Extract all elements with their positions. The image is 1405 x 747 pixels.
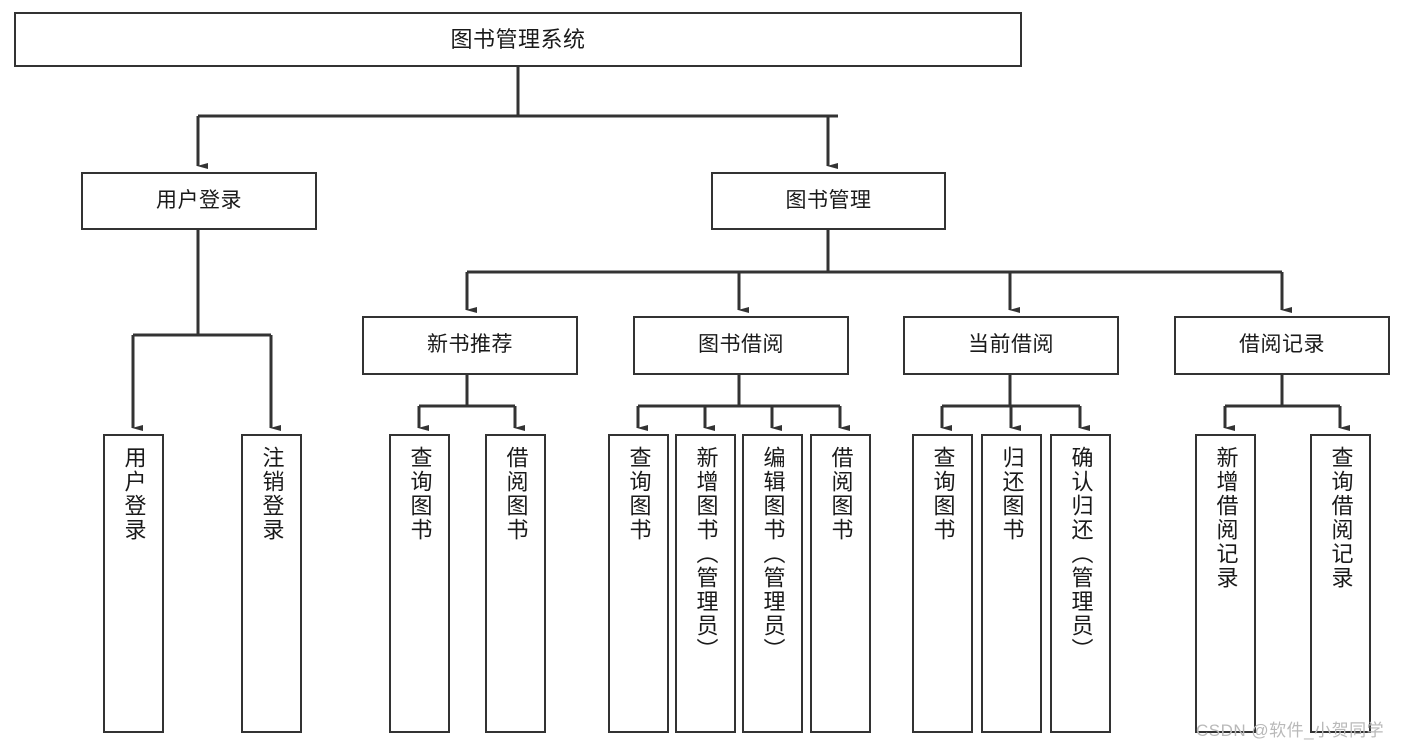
node-label: 图书管理系统 xyxy=(450,26,586,52)
node-label: 归还图书 xyxy=(999,446,1025,542)
node-label: 确认归还（管理员） xyxy=(1068,446,1094,662)
node-new-book-recommendation[interactable]: 新书推荐 xyxy=(362,316,578,375)
leaf-query-books-borrow[interactable]: 查询图书 xyxy=(608,434,669,733)
node-label: 注销登录 xyxy=(259,446,285,542)
node-label: 图书借阅 xyxy=(698,333,784,357)
node-label: 借阅记录 xyxy=(1239,333,1325,357)
leaf-edit-book-admin[interactable]: 编辑图书（管理员） xyxy=(742,434,803,733)
node-label: 用户登录 xyxy=(156,188,242,212)
node-book-management[interactable]: 图书管理 xyxy=(711,172,946,230)
leaf-return-books[interactable]: 归还图书 xyxy=(981,434,1042,733)
node-user-login[interactable]: 用户登录 xyxy=(81,172,317,230)
leaf-borrow-books[interactable]: 借阅图书 xyxy=(810,434,871,733)
node-label: 查询图书 xyxy=(407,446,433,542)
leaf-query-borrow-record[interactable]: 查询借阅记录 xyxy=(1310,434,1371,733)
leaf-query-books-newbook[interactable]: 查询图书 xyxy=(389,434,450,733)
leaf-logout[interactable]: 注销登录 xyxy=(241,434,302,733)
node-label: 编辑图书（管理员） xyxy=(760,446,786,662)
node-label: 借阅图书 xyxy=(828,446,854,542)
node-current-borrowing[interactable]: 当前借阅 xyxy=(903,316,1119,375)
node-label: 新书推荐 xyxy=(427,333,513,357)
csdn-watermark: CSDN @软件_小贺同学 xyxy=(1196,721,1385,740)
leaf-add-book-admin[interactable]: 新增图书（管理员） xyxy=(675,434,736,733)
node-root-book-management-system[interactable]: 图书管理系统 xyxy=(14,12,1022,67)
leaf-add-borrow-record[interactable]: 新增借阅记录 xyxy=(1195,434,1256,733)
node-label: 新增借阅记录 xyxy=(1213,446,1239,590)
node-label: 新增图书（管理员） xyxy=(693,446,719,662)
leaf-confirm-return-admin[interactable]: 确认归还（管理员） xyxy=(1050,434,1111,733)
node-label: 查询图书 xyxy=(626,446,652,542)
node-label: 当前借阅 xyxy=(968,333,1054,357)
node-label: 查询借阅记录 xyxy=(1328,446,1354,590)
node-label: 查询图书 xyxy=(930,446,956,542)
leaf-user-login[interactable]: 用户登录 xyxy=(103,434,164,733)
node-label: 图书管理 xyxy=(785,188,872,212)
node-borrow-records[interactable]: 借阅记录 xyxy=(1174,316,1390,375)
leaf-query-books-current[interactable]: 查询图书 xyxy=(912,434,973,733)
leaf-borrow-books-newbook[interactable]: 借阅图书 xyxy=(485,434,546,733)
node-label: 用户登录 xyxy=(121,446,147,542)
node-book-borrowing[interactable]: 图书借阅 xyxy=(633,316,849,375)
node-label: 借阅图书 xyxy=(503,446,529,542)
